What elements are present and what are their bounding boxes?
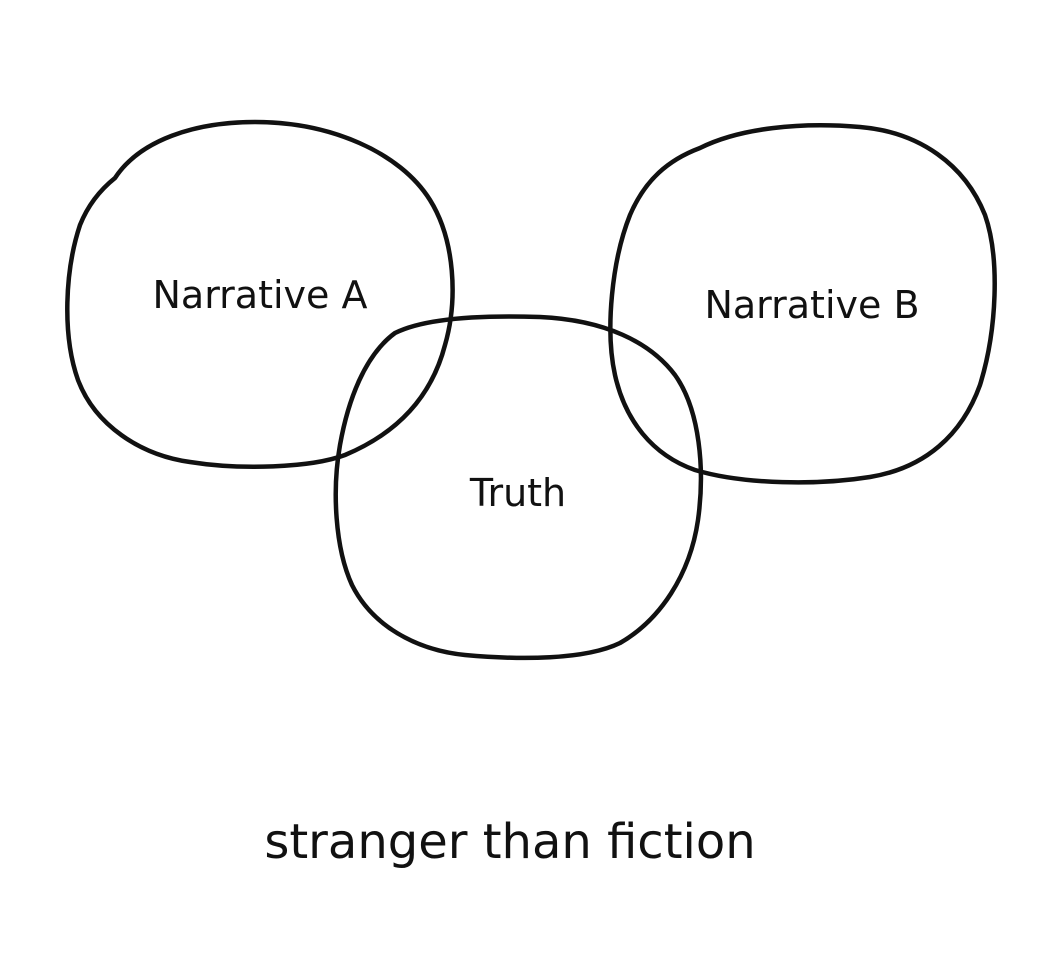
circle-narrative-a — [65, 119, 455, 469]
circle-truth — [333, 314, 704, 661]
circle-narrative-b — [608, 123, 997, 485]
label-truth: Truth — [469, 471, 566, 515]
label-narrative-b: Narrative B — [704, 283, 919, 327]
label-narrative-a: Narrative A — [153, 273, 368, 317]
diagram-caption: stranger than fiction — [264, 814, 755, 870]
